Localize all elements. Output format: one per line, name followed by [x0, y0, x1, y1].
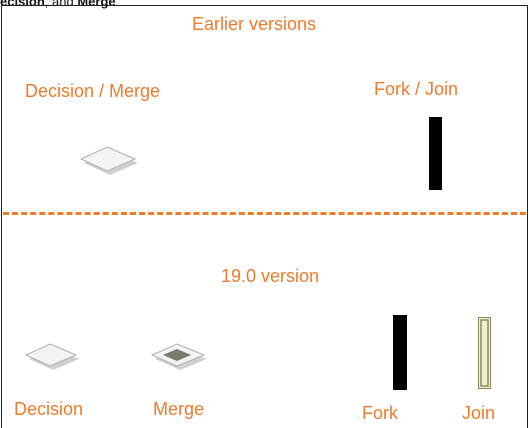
decision-merge-diamond-icon	[79, 146, 138, 175]
decision-diamond-icon	[24, 343, 79, 370]
caption-bold-start: ecision	[0, 0, 45, 9]
fork-join-bar-icon	[429, 117, 442, 190]
fork-label: Fork	[362, 403, 398, 423]
join-label: Join	[462, 403, 496, 423]
caption-bold-end: Merge	[77, 0, 116, 9]
decision-merge-label: Decision / Merge	[25, 81, 161, 101]
caption-fragment: ecision, and Merge	[0, 0, 116, 9]
earlier-versions-title: Earlier versions	[192, 14, 317, 34]
section-divider	[3, 212, 526, 215]
caption-middle: , and	[44, 0, 78, 9]
fork-bar-icon	[393, 315, 407, 390]
fork-join-label: Fork / Join	[374, 79, 459, 99]
merge-diamond-icon	[150, 343, 207, 370]
merge-label: Merge	[153, 399, 205, 419]
decision-label: Decision	[14, 399, 84, 419]
comparison-frame	[1, 5, 528, 428]
join-bar-icon	[478, 317, 491, 389]
new-version-title: 19.0 version	[221, 266, 320, 286]
